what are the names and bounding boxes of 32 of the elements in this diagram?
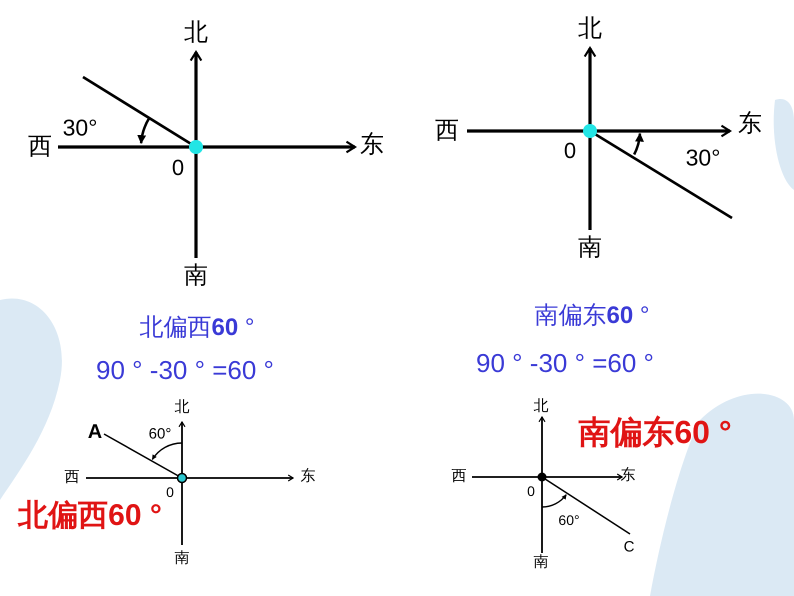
point-label: A [88,422,102,442]
angle-label: 30° [686,146,720,170]
formula-text: 90 ° -30 ° =60 ° [476,350,654,376]
direction-label: 西 [435,119,459,143]
angle-label: 30° [62,116,98,140]
direction-label: 南 [174,550,190,566]
angle-label: 60° [558,513,580,527]
direction-label: 东 [738,112,762,136]
direction-label: 东 [620,468,636,482]
direction-label: 东 [360,133,384,157]
direction-label: 西 [64,470,80,484]
origin-label: 0 [172,157,184,179]
bearing-text: 南偏东60 ° [578,416,732,448]
origin-label: 0 [527,484,535,498]
direction-label: 北 [184,21,208,45]
direction-label: 南 [534,554,548,570]
direction-label: 北 [174,400,190,414]
direction-label: 东 [300,468,316,484]
direction-label: 南 [578,236,602,260]
direction-label: 西 [452,468,466,484]
direction-label: 南 [184,264,208,288]
bearing-text: 南偏东60 ° [534,304,650,328]
angle-label: 60° [148,426,172,442]
point-label: C [624,540,634,554]
bearing-text: 北偏西60 ° [18,501,162,531]
bearing-text: 北偏西60 ° [140,316,254,340]
direction-label: 北 [578,17,602,41]
origin-label: 0 [564,140,576,162]
formula-text: 90 ° -30 ° =60 ° [96,357,274,383]
direction-label: 西 [28,135,52,159]
origin-label: 0 [166,485,174,499]
direction-label: 北 [534,398,548,414]
